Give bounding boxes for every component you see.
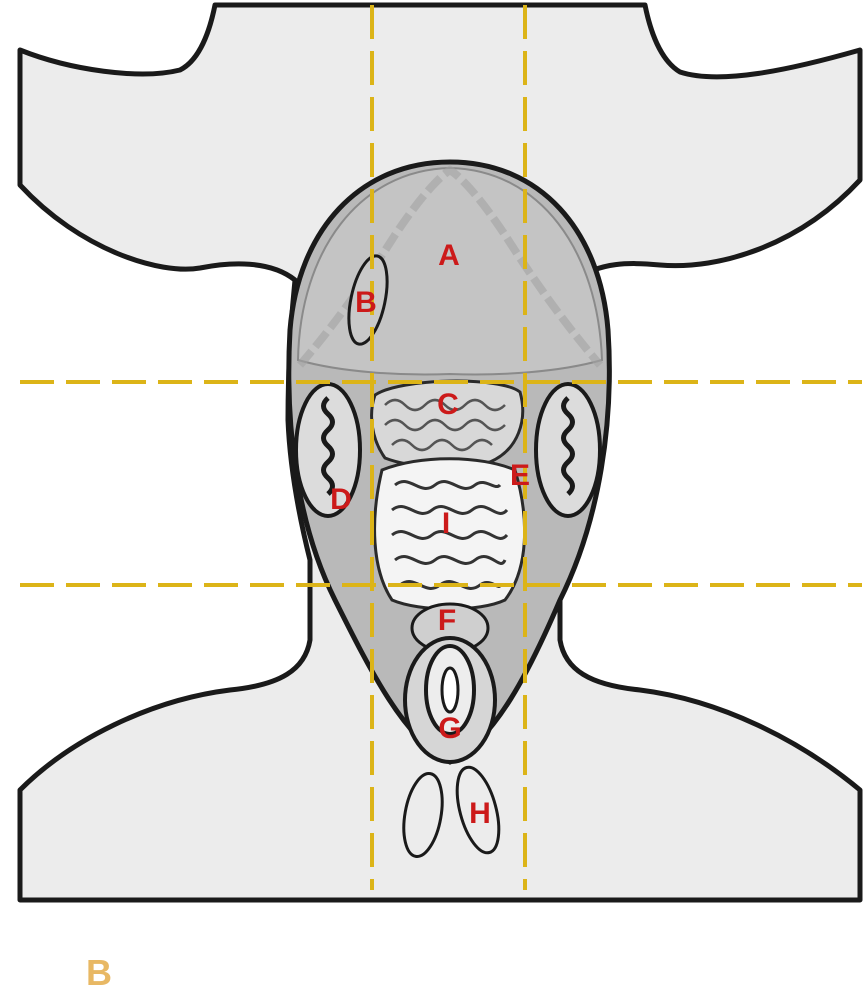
label-b: B [355,286,377,319]
label-c: C [437,388,459,421]
label-a: A [438,239,460,272]
label-h: H [469,797,491,830]
label-d: D [330,483,352,516]
right-kidney [536,384,600,516]
label-f: F [438,604,456,637]
panel-label: B [86,955,112,991]
label-g: G [438,712,461,745]
label-e: E [510,459,530,492]
label-i: I [442,507,450,540]
